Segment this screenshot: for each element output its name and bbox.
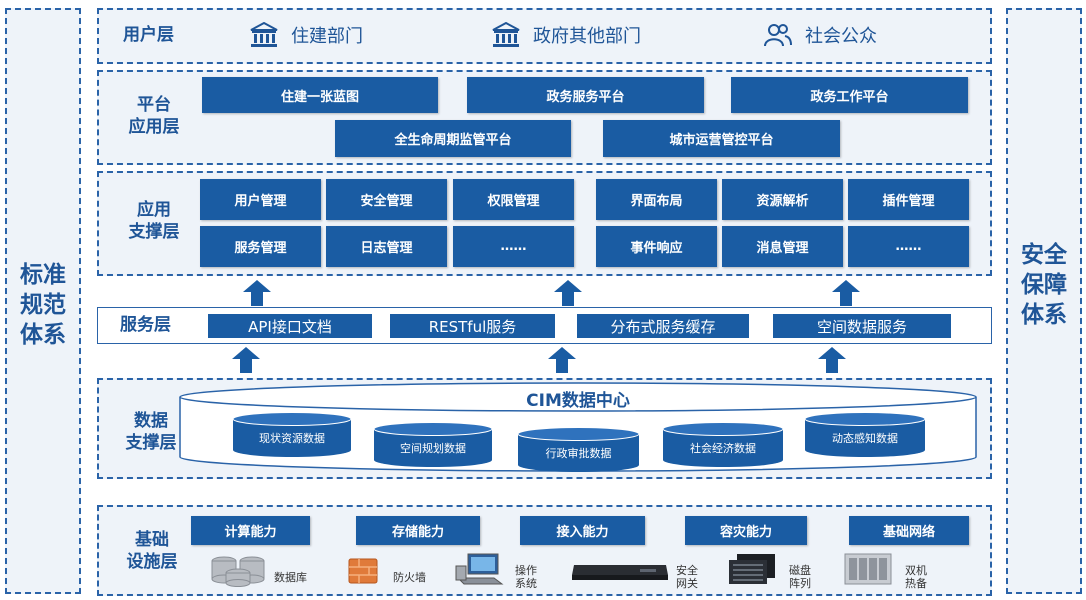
platform-btn[interactable]: 全生命周期监管平台	[335, 120, 571, 157]
support-btn[interactable]: 消息管理	[722, 226, 843, 267]
service-btn[interactable]: RESTful服务	[390, 314, 555, 338]
security-panel: 安全 保障 体系	[1006, 8, 1082, 594]
user-layer-label: 用户层	[123, 25, 174, 45]
support-btn[interactable]: ……	[848, 226, 969, 267]
database-cylinder: 行政审批数据	[517, 427, 640, 473]
user-item-gov-other: 政府其他部门	[491, 22, 641, 48]
user-item-label: 社会公众	[805, 26, 877, 47]
bank-icon	[492, 22, 520, 47]
device-label: 防火墙	[393, 571, 426, 584]
service-btn[interactable]: 空间数据服务	[773, 314, 951, 338]
database-cylinder-shape	[517, 427, 640, 472]
support-layer-label: 应用 支撑层	[128, 200, 180, 242]
user-item-label: 政府其他部门	[533, 26, 641, 47]
capability-btn[interactable]: 存储能力	[356, 516, 480, 545]
support-btn[interactable]: 插件管理	[848, 179, 969, 220]
database-cylinder-shape	[662, 422, 784, 467]
database-cylinder-shape	[232, 412, 352, 457]
up-arrow-icon	[243, 280, 271, 306]
device-label: 数据库	[274, 571, 307, 584]
device-label: 双机 热备	[905, 564, 927, 590]
infra-layer-label: 基础 设施层	[126, 530, 178, 572]
up-arrow-icon	[554, 280, 582, 306]
support-btn[interactable]: 日志管理	[326, 226, 447, 267]
capability-btn[interactable]: 计算能力	[191, 516, 310, 545]
up-arrow-icon	[548, 347, 576, 373]
service-btn[interactable]: 分布式服务缓存	[577, 314, 749, 338]
database-cylinder-shape	[373, 422, 493, 467]
capability-btn[interactable]: 基础网络	[849, 516, 969, 545]
workstation-icon	[455, 553, 504, 585]
support-btn[interactable]: 权限管理	[453, 179, 574, 220]
database-icon	[211, 556, 265, 587]
user-layer: 用户层 住建部门 政府其他部门 社	[97, 8, 992, 64]
standards-title: 标准 规范 体系	[20, 262, 66, 348]
database-label: 空间规划数据	[400, 442, 466, 455]
device-label: 安全 网关	[676, 564, 698, 590]
cim-data-center-title: CIM数据中心	[526, 391, 630, 411]
gateway-icon	[572, 565, 668, 580]
platform-layer-label: 平台 应用层	[128, 95, 180, 137]
capability-btn[interactable]: 容灾能力	[685, 516, 807, 545]
database-cylinder: 动态感知数据	[804, 412, 926, 458]
database-label: 行政审批数据	[545, 447, 612, 460]
database-label: 社会经济数据	[690, 442, 756, 455]
support-btn[interactable]: ……	[453, 226, 574, 267]
service-btn[interactable]: API接口文档	[208, 314, 372, 338]
up-arrow-icon	[232, 347, 260, 373]
up-arrow-icon	[832, 280, 860, 306]
device-label: 操作 系统	[515, 564, 537, 590]
support-btn[interactable]: 界面布局	[596, 179, 717, 220]
database-cylinder-shape	[804, 412, 926, 457]
database-label: 现状资源数据	[259, 432, 325, 445]
firewall-icon	[348, 558, 378, 584]
database-cylinder: 空间规划数据	[373, 422, 493, 468]
bank-icon	[250, 22, 278, 47]
people-icon	[764, 24, 792, 47]
support-btn[interactable]: 资源解析	[722, 179, 843, 220]
service-layer-label: 服务层	[120, 315, 171, 335]
standards-panel: 标准 规范 体系	[5, 8, 81, 594]
user-item-housing-dept: 住建部门	[249, 22, 363, 48]
disk-array-icon	[729, 554, 775, 584]
server-icon	[844, 553, 892, 585]
up-arrow-icon	[818, 347, 846, 373]
database-label: 动态感知数据	[832, 432, 898, 445]
support-btn[interactable]: 服务管理	[200, 226, 321, 267]
security-title: 安全 保障 体系	[1021, 242, 1067, 328]
user-item-public: 社会公众	[763, 22, 877, 48]
capability-btn[interactable]: 接入能力	[520, 516, 645, 545]
data-layer-label: 数据 支撑层	[125, 411, 177, 453]
platform-btn[interactable]: 政务服务平台	[467, 77, 704, 113]
database-cylinder: 现状资源数据	[232, 412, 352, 458]
device-label: 磁盘 阵列	[789, 564, 811, 590]
support-btn[interactable]: 安全管理	[326, 179, 447, 220]
user-item-label: 住建部门	[291, 26, 363, 47]
database-cylinder: 社会经济数据	[662, 422, 784, 468]
support-btn[interactable]: 用户管理	[200, 179, 321, 220]
platform-btn[interactable]: 住建一张蓝图	[202, 77, 438, 113]
support-btn[interactable]: 事件响应	[596, 226, 717, 267]
platform-btn[interactable]: 城市运营管控平台	[603, 120, 840, 157]
platform-btn[interactable]: 政务工作平台	[731, 77, 968, 113]
